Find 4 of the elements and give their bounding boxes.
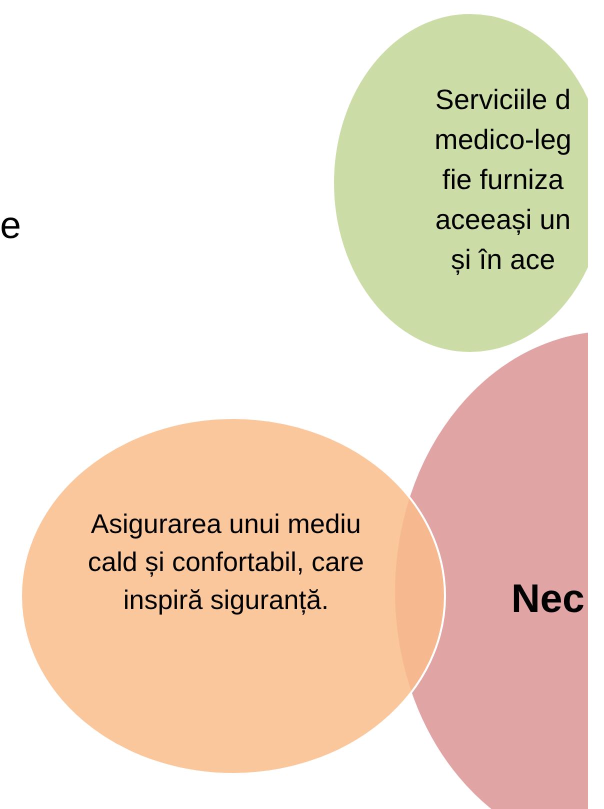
ellipse-text: Nec <box>510 576 586 623</box>
ellipse-text: Serviciile d medico-leg fie furniza aceeași un și în ace <box>434 83 572 277</box>
ellipse-text: Asigurarea unui mediu cald și confortabil, care inspiră siguranță. <box>86 508 366 617</box>
text-fragment: e <box>0 205 22 248</box>
